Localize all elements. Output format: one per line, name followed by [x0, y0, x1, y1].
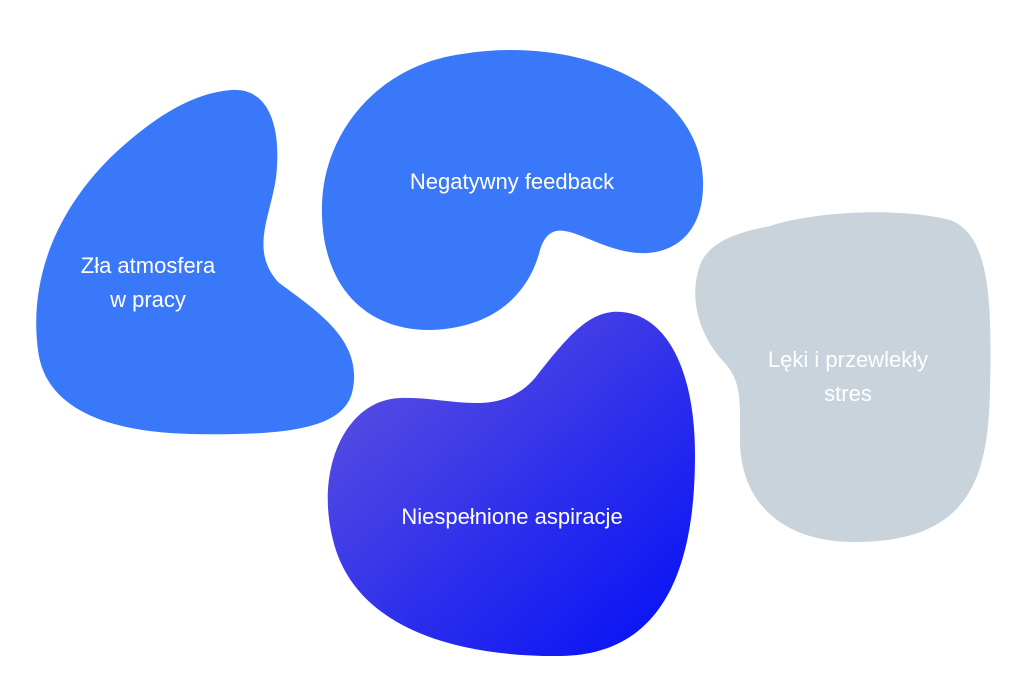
blob-leki-stres: [695, 212, 991, 543]
label-leki-stres-line-2: stres: [824, 381, 872, 406]
blob-niespelnione-aspiracje: [327, 311, 695, 657]
label-niespelnione-aspiracje: Niespełnione aspiracje: [401, 500, 622, 534]
label-zla-atmosfera: Zła atmosfera w pracy: [81, 249, 216, 317]
label-negatywny-feedback: Negatywny feedback: [410, 165, 614, 199]
label-leki-stres: Lęki i przewlekły stres: [768, 343, 928, 411]
label-leki-stres-line-1: Lęki i przewlekły: [767, 347, 929, 372]
blob-zla-atmosfera: [36, 89, 355, 435]
label-niespelnione-aspiracje-line-1: Niespełnione aspiracje: [401, 504, 623, 529]
label-zla-atmosfera-line-2: w pracy: [110, 287, 186, 312]
label-negatywny-feedback-line-1: Negatywny feedback: [409, 169, 615, 194]
label-zla-atmosfera-line-1: Zła atmosfera: [80, 253, 216, 278]
blob-negatywny-feedback: [321, 50, 704, 331]
